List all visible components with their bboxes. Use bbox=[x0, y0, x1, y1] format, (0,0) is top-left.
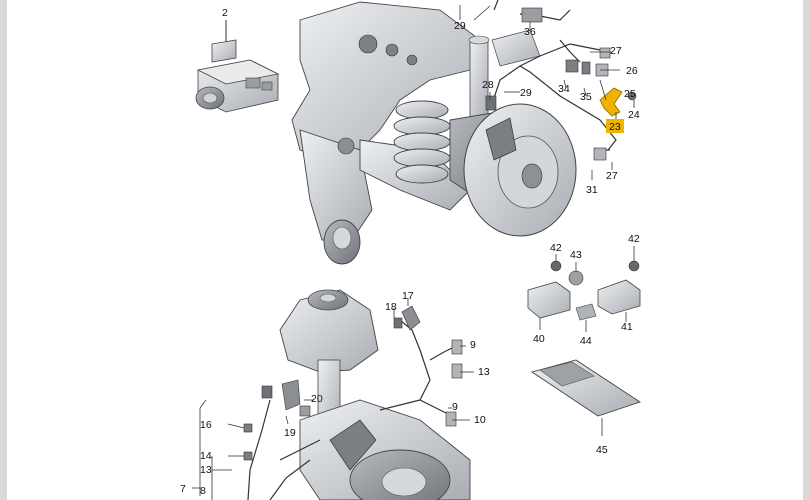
label-9a: 9 bbox=[470, 339, 476, 351]
label-36: 36 bbox=[524, 26, 536, 38]
label-42a: 42 bbox=[550, 242, 562, 254]
label-9b: 9 bbox=[452, 401, 458, 413]
label-41: 41 bbox=[621, 321, 633, 333]
label-19: 19 bbox=[284, 427, 296, 439]
label-24: 24 bbox=[628, 109, 640, 121]
ride-height-sensors[interactable] bbox=[527, 260, 641, 321]
label-25: 25 bbox=[624, 88, 636, 100]
label-34: 34 bbox=[558, 83, 570, 95]
label-28: 28 bbox=[482, 79, 494, 91]
rear-axle-assembly[interactable] bbox=[291, 1, 577, 265]
label-18: 18 bbox=[385, 301, 397, 313]
label-13b: 13 bbox=[200, 464, 212, 476]
highlight-label-bg bbox=[606, 119, 624, 133]
label-20: 20 bbox=[311, 393, 323, 405]
label-29b: 29 bbox=[520, 87, 532, 99]
label-26: 26 bbox=[626, 65, 638, 77]
label-7: 7 bbox=[180, 483, 186, 495]
label-27a: 27 bbox=[610, 45, 622, 57]
label-44: 44 bbox=[580, 335, 592, 347]
leader-lines-sensors bbox=[539, 246, 635, 332]
abs-module-part[interactable] bbox=[195, 20, 280, 113]
small-fasteners-top[interactable] bbox=[485, 7, 637, 161]
label-45: 45 bbox=[596, 444, 608, 456]
part-number-labels: 2 29 36 27 26 28 29 34 35 25 24 23 31 27… bbox=[180, 7, 640, 497]
label-27b: 27 bbox=[606, 170, 618, 182]
label-10: 10 bbox=[474, 414, 486, 426]
right-border bbox=[803, 0, 810, 500]
left-border bbox=[0, 0, 7, 500]
label-42b: 42 bbox=[628, 233, 640, 245]
small-fasteners-bottom[interactable] bbox=[243, 305, 463, 461]
leader-lines-top bbox=[459, 5, 635, 180]
pad-part[interactable] bbox=[530, 359, 642, 436]
label-8: 8 bbox=[200, 485, 206, 497]
label-31: 31 bbox=[586, 184, 598, 196]
label-29a: 29 bbox=[454, 20, 466, 32]
label-14: 14 bbox=[200, 450, 212, 462]
label-40: 40 bbox=[533, 333, 545, 345]
label-43: 43 bbox=[570, 249, 582, 261]
label-2: 2 bbox=[222, 7, 228, 19]
leader-lines-bottom bbox=[192, 298, 474, 500]
wheel-speed-sensor-highlighted[interactable] bbox=[599, 87, 623, 117]
label-13a: 13 bbox=[478, 366, 490, 378]
label-23: 23 bbox=[609, 121, 621, 133]
label-35: 35 bbox=[580, 91, 592, 103]
front-strut-assembly[interactable] bbox=[279, 289, 471, 500]
label-16: 16 bbox=[200, 419, 212, 431]
label-17: 17 bbox=[402, 290, 414, 302]
